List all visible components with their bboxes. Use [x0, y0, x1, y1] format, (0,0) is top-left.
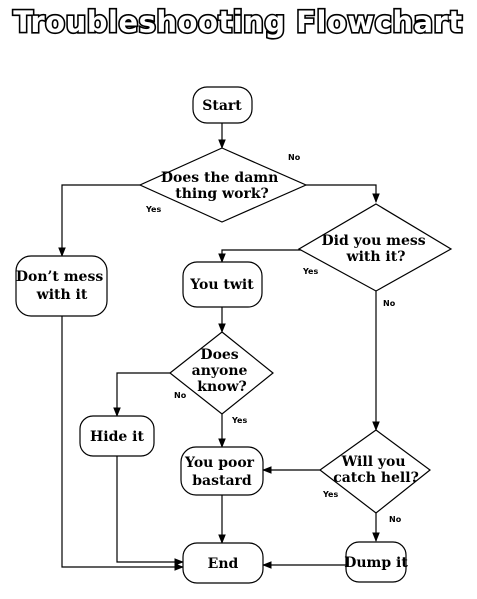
svg-text:You poor bastard: You poor bastard [184, 455, 259, 489]
svg-text:Hide it: Hide it [90, 429, 144, 445]
node-twit-label: You twit [189, 277, 254, 293]
label-catch-no: No [389, 515, 402, 524]
edge-works-no [306, 184, 380, 203]
node-poor-bastard: You poor bastard [180, 446, 264, 496]
node-works-line1: Does the damn [161, 170, 278, 186]
node-dont-mess-line2: with it [36, 287, 88, 303]
edge-dontmess-end [61, 316, 184, 571]
node-poor-line2: bastard [192, 473, 252, 489]
edge-works-yes [58, 184, 140, 257]
edge-labels: No Yes Yes No No Yes Yes No [145, 153, 402, 524]
node-dont-mess-line1: Don’t mess [16, 269, 103, 285]
label-anyone-yes: Yes [231, 416, 247, 425]
svg-text:End: End [208, 556, 239, 572]
node-dump-label: Dump it [344, 555, 408, 571]
node-anyone-decision: Does anyone know? [169, 331, 274, 415]
node-catch-decision: Will you catch hell? [318, 429, 431, 514]
svg-text:You twit: You twit [189, 277, 254, 293]
node-dump-it: Dump it [344, 541, 408, 583]
edge-mess-yes [218, 249, 330, 263]
node-hide-it: Hide it [79, 415, 155, 457]
node-mess-line1: Did you mess [321, 233, 425, 249]
label-catch-yes: Yes [322, 490, 338, 499]
node-mess-line2: with it? [346, 249, 406, 265]
node-works-decision: Does the damn thing work? [138, 147, 308, 223]
node-end: End [182, 542, 264, 584]
edge-hide-end [116, 456, 184, 566]
svg-text:Dump it: Dump it [344, 555, 408, 571]
svg-text:Does anyone kn: Does anyone know? [192, 347, 253, 395]
label-mess-yes: Yes [302, 267, 318, 276]
node-anyone-line1: Does [200, 347, 238, 363]
svg-text:Will you catch hell?: Will you catch hell? [333, 454, 419, 486]
svg-text:Don’t mess with it: Don’t mess with it [16, 269, 108, 303]
node-catch-line2: catch hell? [333, 470, 419, 486]
node-anyone-line3: know? [197, 379, 246, 395]
label-mess-no: No [383, 299, 396, 308]
node-start-label: Start [202, 98, 242, 114]
nodes: Start Does the damn thing work? Don’t me… [15, 86, 453, 584]
label-anyone-no: No [174, 391, 187, 400]
svg-text:Does the damn thing wo: Does the damn thing work? [161, 170, 283, 202]
node-mess-decision: Did you mess with it? [297, 203, 453, 292]
label-works-no: No [288, 153, 301, 162]
svg-text:Did you mess with it?: Did you mess with it? [321, 233, 430, 265]
svg-text:Start: Start [202, 98, 242, 114]
edges [58, 123, 380, 571]
node-anyone-line2: anyone [192, 363, 248, 379]
node-hide-label: Hide it [90, 429, 144, 445]
node-poor-line1: You poor [184, 455, 255, 471]
node-dont-mess: Don’t mess with it [15, 255, 108, 317]
node-start: Start [192, 86, 253, 124]
page-title: Troubleshooting Flowchart [13, 5, 462, 39]
label-works-yes: Yes [145, 205, 161, 214]
node-catch-line1: Will you [341, 454, 406, 470]
node-you-twit: You twit [182, 261, 263, 308]
node-end-label: End [208, 556, 239, 572]
node-works-line2: thing work? [175, 186, 268, 202]
edge-anyone-no [113, 372, 170, 417]
